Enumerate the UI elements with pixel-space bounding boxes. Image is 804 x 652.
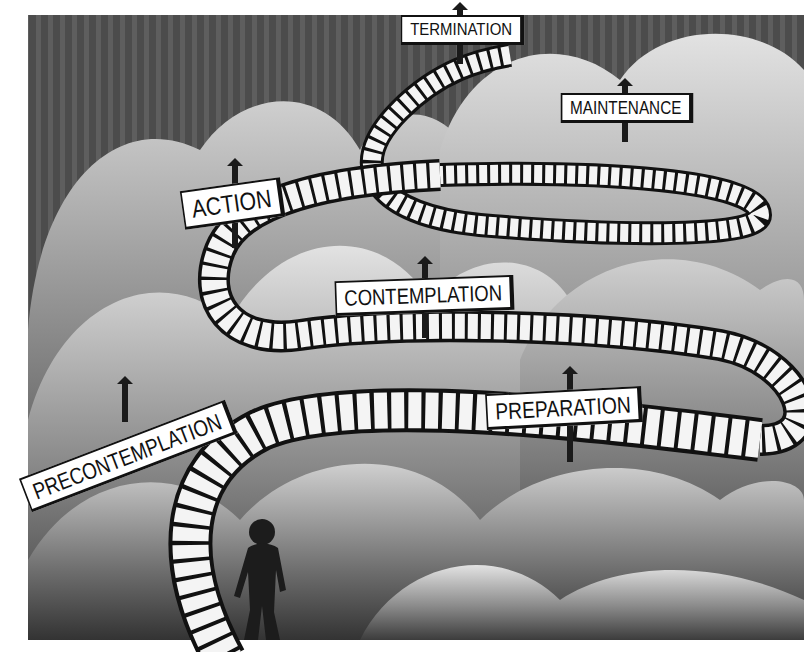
stage-sign: TERMINATION xyxy=(400,15,524,45)
stage-label: TERMINATION xyxy=(410,20,512,40)
climbing-person xyxy=(234,519,286,640)
stage-label: ACTION xyxy=(190,183,274,223)
stage-sign: CONTEMPLATION xyxy=(334,275,514,317)
stage-label: MAINTENANCE xyxy=(570,98,681,119)
striped-sky xyxy=(28,15,804,640)
stage-sign: MAINTENANCE xyxy=(561,93,694,124)
stage-label: CONTEMPLATION xyxy=(343,281,502,312)
stage-label: PREPARATION xyxy=(494,391,631,424)
spiral-staircase xyxy=(190,55,799,652)
mountains xyxy=(28,34,804,640)
